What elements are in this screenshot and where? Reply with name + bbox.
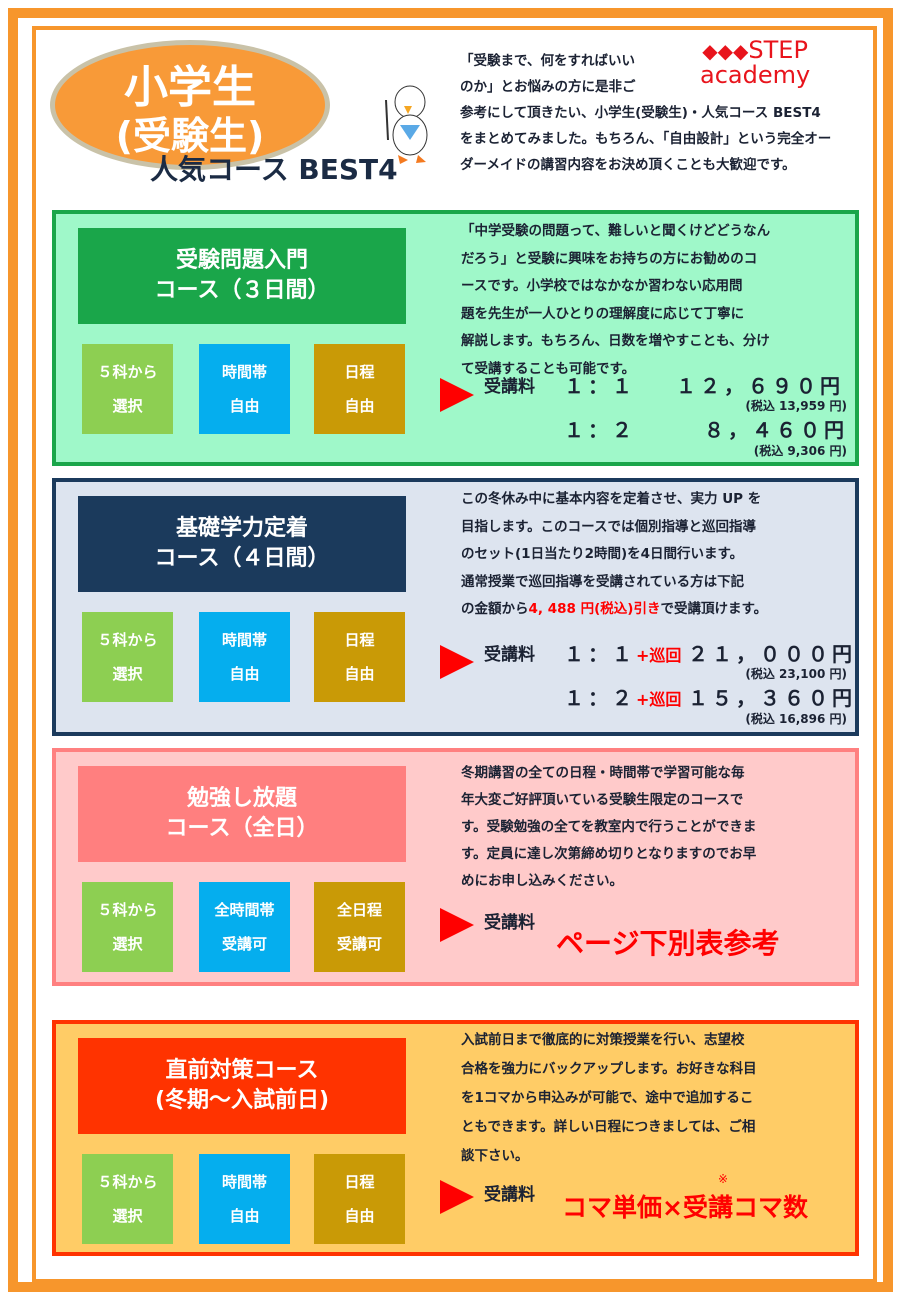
- course-section-3: 勉強し放題コース（全日） ５科から選択 全時間帯受講可 全日程受講可 冬期講習の…: [52, 748, 859, 986]
- title-line2: (受験生): [115, 114, 265, 158]
- badge-subjects: ５科から選択: [82, 612, 173, 702]
- arrow-icon: [440, 378, 474, 412]
- price-ratio: １：２+巡回: [564, 686, 682, 710]
- note-mark: ※: [718, 1172, 729, 1186]
- fee-label: 受講料: [484, 645, 535, 665]
- badge-time: 時間帯自由: [199, 1154, 290, 1244]
- price-tax: (税込 9,306 円): [753, 444, 847, 458]
- price-ratio: １：１: [564, 374, 636, 398]
- badge-subjects: ５科から選択: [82, 882, 173, 972]
- course-title: 勉強し放題コース（全日）: [78, 766, 406, 862]
- arrow-icon: [440, 1180, 474, 1214]
- arrow-icon: [440, 908, 474, 942]
- mascot-bird-icon: [385, 85, 428, 164]
- price-tax: (税込 23,100 円): [745, 667, 847, 681]
- course-section-1: 受験問題入門コース（３日間） ５科から選択 時間帯自由 日程自由 「中学受験の問…: [52, 210, 859, 466]
- course-description: 入試前日まで徹底的に対策授業を行い、志望校合格を強力にバックアップします。お好き…: [461, 1032, 757, 1164]
- badge-schedule: 日程自由: [314, 612, 405, 702]
- arrow-icon: [440, 645, 474, 679]
- course-description: 「中学受験の問題って、難しいと聞くけどどうなんだろう」と受験に興味をお持ちの方に…: [461, 223, 771, 377]
- badge-schedule: 全日程受講可: [314, 882, 405, 972]
- fee-formula: コマ単価×受講コマ数: [562, 1193, 808, 1222]
- price-ratio: １：２: [564, 418, 636, 442]
- intro-text: 「受験まで、何をすればいいのか」とお悩みの方に是非ご参考にして頂きたい、小学生(…: [460, 53, 832, 173]
- badge-subjects: ５科から選択: [82, 344, 173, 434]
- badge-schedule: 日程自由: [314, 1154, 405, 1244]
- fee-label: 受講料: [484, 1185, 535, 1205]
- course-section-2: 基礎学力定着コース（４日間） ５科から選択 時間帯自由 日程自由 この冬休み中に…: [52, 478, 859, 736]
- course-title: 基礎学力定着コース（４日間）: [78, 496, 406, 592]
- course-title: 受験問題入門コース（３日間）: [78, 228, 406, 324]
- badge-subjects: ５科から選択: [82, 1154, 173, 1244]
- badge-time: 全時間帯受講可: [199, 882, 290, 972]
- badge-schedule: 日程自由: [314, 344, 405, 434]
- price-tax: (税込 13,959 円): [745, 399, 847, 413]
- price-amount: １５，３６０円: [688, 686, 856, 710]
- badge-time: 時間帯自由: [199, 344, 290, 434]
- subtitle: 人気コース BEST4: [150, 153, 398, 186]
- badge-time: 時間帯自由: [199, 612, 290, 702]
- title-ellipse: 小学生 (受験生): [50, 40, 330, 170]
- course-title: 直前対策コース(冬期～入試前日): [78, 1038, 406, 1134]
- course-description: 冬期講習の全ての日程・時間帯で学習可能な毎年大変ご好評頂いている受験生限定のコー…: [461, 765, 757, 889]
- price-amount: ８，４６０円: [704, 418, 848, 442]
- price-amount: ２１，０００円: [688, 642, 856, 666]
- fee-label: 受講料: [484, 913, 535, 933]
- title-line1: 小学生: [124, 62, 256, 113]
- price-amount: １２，６９０円: [676, 374, 844, 398]
- price-tax: (税込 16,896 円): [745, 712, 847, 726]
- inner-frame: [32, 26, 877, 1283]
- course-description: この冬休み中に基本内容を定着させ、実力 UP を目指します。このコースでは個別指…: [461, 491, 768, 617]
- course-section-4: 直前対策コース(冬期～入試前日) ５科から選択 時間帯自由 日程自由 入試前日ま…: [52, 1020, 859, 1256]
- fee-label: 受講料: [484, 377, 535, 397]
- price-ratio: １：１+巡回: [564, 642, 682, 666]
- fee-reference: ページ下別表参考: [556, 927, 780, 960]
- step-academy-logo: ◆◆◆STEP academy: [700, 36, 811, 89]
